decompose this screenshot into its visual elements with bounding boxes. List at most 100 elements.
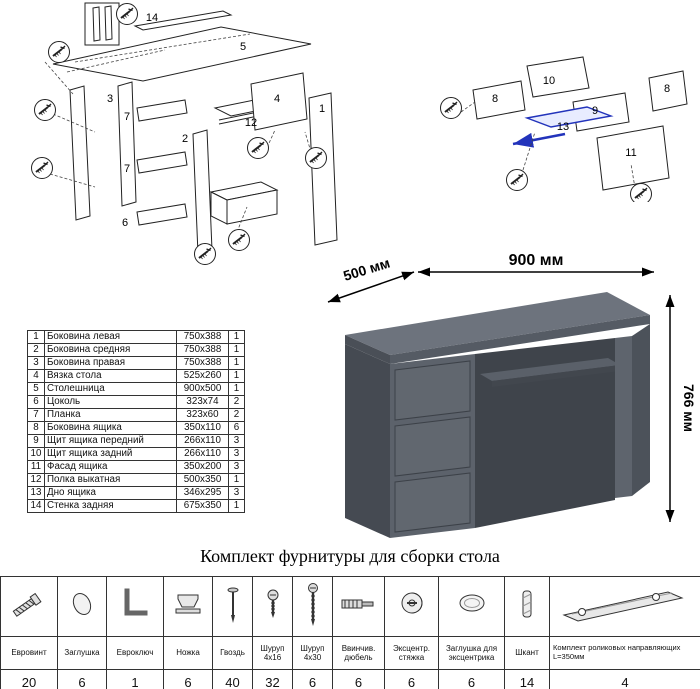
part-number-label: 14 — [146, 12, 158, 24]
part-size: 750x388 — [176, 343, 229, 357]
fastener-callout-icon — [30, 156, 54, 180]
part-number-label: 10 — [543, 75, 555, 87]
hardware-icon-cell — [212, 576, 253, 637]
part-num: 4 — [27, 369, 45, 383]
part-name: Щит ящика задний — [44, 447, 177, 461]
part-qty: 1 — [228, 356, 245, 370]
part-num: 9 — [27, 434, 45, 448]
hardware-qty: 4 — [549, 669, 700, 689]
hardware-name: Евровинт — [0, 636, 58, 670]
panel-part-3 — [117, 81, 137, 207]
part-qty: 3 — [228, 447, 245, 461]
hardware-name: Комплект роликовых направляющих L=350мм — [549, 636, 700, 670]
fastener-callout-icon — [629, 182, 653, 202]
cam-cap-icon — [459, 594, 484, 612]
part-qty: 1 — [228, 382, 245, 396]
part-num: 7 — [27, 408, 45, 422]
keyboard-tray — [480, 358, 620, 381]
right-side-panel — [615, 336, 632, 498]
panel-part-2 — [192, 129, 213, 255]
hardware-name: Евроключ — [106, 636, 164, 670]
part-number-label: 8 — [492, 93, 498, 105]
part-size: 500x350 — [176, 473, 229, 487]
part-name: Боковина ящика — [44, 421, 177, 435]
panel-part-11-facade — [596, 125, 670, 191]
part-name: Боковина правая — [44, 356, 177, 370]
drawer-front-3 — [394, 472, 471, 533]
dimension-label-depth: 500 мм — [341, 255, 392, 284]
part-number-label: 3 — [107, 93, 113, 105]
part-size: 323x74 — [176, 395, 229, 409]
detail-box — [84, 2, 120, 46]
part-size: 323x60 — [176, 408, 229, 422]
part-num: 5 — [27, 382, 45, 396]
panel-part-7b — [136, 151, 188, 174]
part-num: 3 — [27, 356, 45, 370]
part-name: Полка выкатная — [44, 473, 177, 487]
part-qty: 1 — [228, 343, 245, 357]
hardware-name: Шуруп 4x16 — [252, 636, 293, 670]
part-size: 266x110 — [176, 447, 229, 461]
part-number-label: 9 — [592, 105, 598, 117]
part-qty: 2 — [228, 395, 245, 409]
exploded-view-desk: 14 5 3 7 7 6 2 12 4 1 — [30, 2, 338, 266]
desk-top — [345, 292, 650, 355]
part-number-label: 7 — [124, 163, 130, 175]
hardware-table: Евровинт Заглушка Евроключ Ножка Гвоздь … — [0, 576, 700, 689]
hardware-icon-cell — [332, 576, 385, 637]
drawer-front-1 — [394, 360, 471, 421]
part-size: 750x388 — [176, 356, 229, 370]
part-name: Дно ящика — [44, 486, 177, 500]
panel-part-14 — [133, 10, 233, 31]
part-qty: 1 — [228, 369, 245, 383]
part-number-label: 7 — [124, 111, 130, 123]
part-num: 10 — [27, 447, 45, 461]
hardware-icon-cell — [438, 576, 505, 637]
hardware-icon-cell — [57, 576, 107, 637]
part-name: Боковина левая — [44, 330, 177, 344]
insert-direction-arrow — [512, 132, 566, 148]
fastener-callout-icon — [439, 96, 463, 120]
nail-icon — [227, 587, 239, 623]
screw-large-icon — [308, 583, 318, 626]
part-num: 11 — [27, 460, 45, 474]
hardware-qty: 20 — [0, 669, 58, 689]
hardware-icon-cell — [163, 576, 213, 637]
fastener-callout-icon — [304, 146, 328, 170]
wood-dowel-icon — [522, 590, 532, 618]
part-num: 14 — [27, 499, 45, 513]
hardware-name: Заглушка для эксцентрика — [438, 636, 505, 670]
hardware-qty: 6 — [438, 669, 505, 689]
fastener-callout-icon — [193, 242, 217, 266]
part-num: 12 — [27, 473, 45, 487]
hardware-name: Ножка — [163, 636, 213, 670]
part-name: Стенка задняя — [44, 499, 177, 513]
hardware-icon-cell — [384, 576, 439, 637]
hardware-section-title: Комплект фурнитуры для сборки стола — [200, 546, 500, 566]
part-num: 1 — [27, 330, 45, 344]
euroscrew-icon — [12, 592, 42, 617]
fastener-callout-icon — [115, 2, 139, 26]
cap-icon — [72, 592, 92, 616]
hardware-qty: 14 — [504, 669, 550, 689]
hardware-name: Заглушка — [57, 636, 107, 670]
part-number-label: 11 — [625, 147, 636, 159]
panel-part-6 — [136, 203, 188, 226]
panel-part-4 — [250, 72, 308, 131]
hardware-qty: 32 — [252, 669, 293, 689]
foot-icon — [175, 594, 201, 614]
part-name: Цоколь — [44, 395, 177, 409]
part-size: 525x260 — [176, 369, 229, 383]
hardware-qty: 6 — [384, 669, 439, 689]
